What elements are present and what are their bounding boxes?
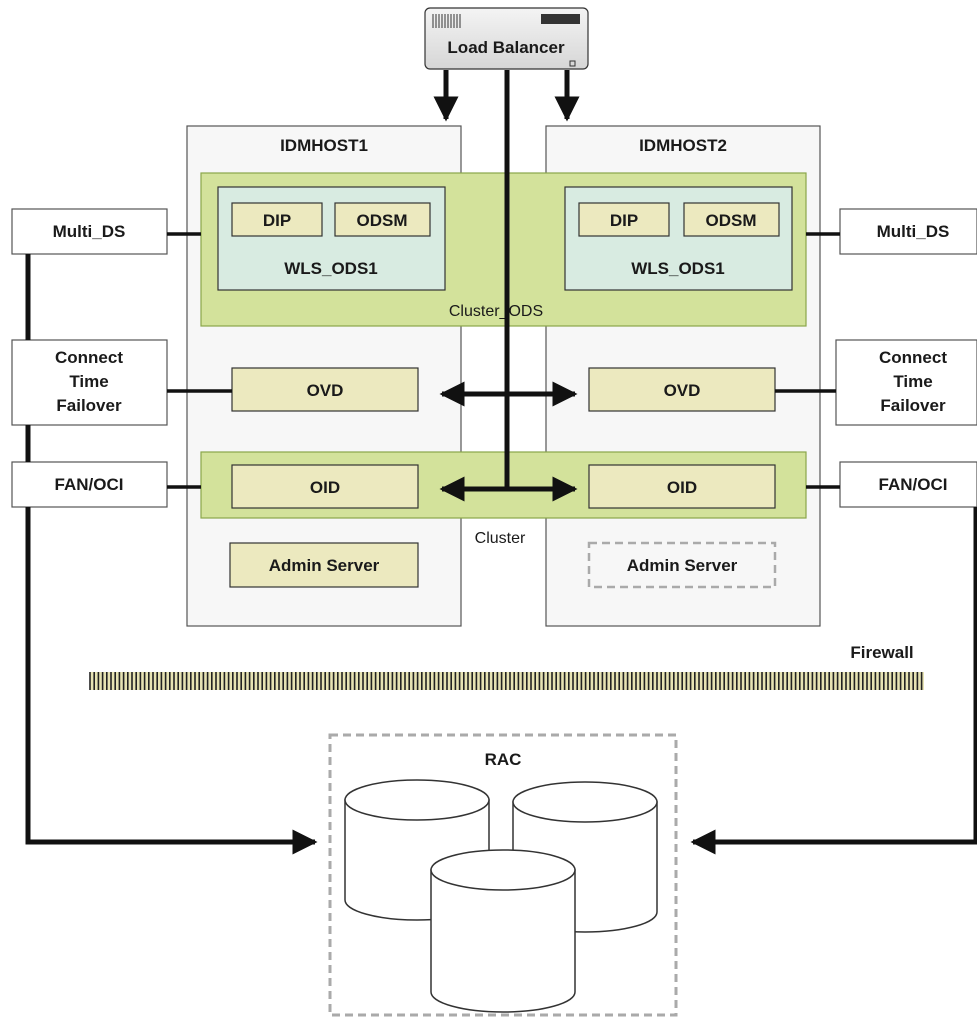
ctf-right-line-3: Failover [880, 396, 946, 415]
firewall-label: Firewall [850, 643, 913, 662]
oid-label-1: OID [310, 478, 340, 497]
dip-label-1: DIP [263, 211, 291, 230]
odsm-label-2: ODSM [706, 211, 757, 230]
multi-ds-right-label: Multi_DS [877, 222, 950, 241]
ovd-host-2: OVD [588, 367, 776, 412]
host-2-title: IDMHOST2 [639, 136, 727, 155]
fan-left-label: FAN/OCI [55, 475, 124, 494]
ovd-label-1: OVD [307, 381, 344, 400]
odsm-label-1: ODSM [357, 211, 408, 230]
cluster-oid-label: Cluster [475, 530, 526, 547]
admin-server-2-inactive: Admin Server [587, 541, 777, 589]
lb-connectors [433, 70, 580, 502]
ovd-label-2: OVD [664, 381, 701, 400]
admin-label-2: Admin Server [627, 556, 738, 575]
dip-label-2: DIP [610, 211, 638, 230]
odsm-box-1 [334, 202, 431, 237]
ctf-left-line-1: Connect [55, 348, 123, 367]
host-1-title: IDMHOST1 [280, 136, 368, 155]
wls-label-2: WLS_ODS1 [631, 259, 725, 278]
dip-box-2 [578, 202, 670, 237]
left-connectors: Multi_DS Connect Time Failover FAN/OCI [11, 208, 168, 508]
ctf-left-line-3: Failover [56, 396, 122, 415]
fan-left [11, 461, 168, 508]
dip-box-1 [231, 202, 323, 237]
side-links [167, 232, 840, 489]
firewall: Firewall [89, 643, 924, 690]
db-paths [25, 254, 977, 855]
ovd-host-1: OVD [231, 367, 419, 412]
fan-right-label: FAN/OCI [879, 475, 948, 494]
admin-label-1: Admin Server [269, 556, 380, 575]
admin-server-1: Admin Server [229, 542, 419, 588]
cluster-ods: DIP ODSM WLS_ODS1 DIP ODSM WLS_ODS1 Clus… [200, 172, 807, 327]
ctf-left [11, 339, 168, 426]
database-icon [430, 849, 576, 1013]
oid-box-2 [588, 464, 776, 509]
oid-box-1 [231, 464, 419, 509]
right-connectors: Multi_DS Connect Time Failover FAN/OCI [835, 208, 977, 508]
load-balancer-label: Load Balancer [447, 38, 565, 57]
ctf-right-line-1: Connect [879, 348, 947, 367]
multi-ds-left [11, 208, 168, 255]
wls-ods-host-1: DIP ODSM WLS_ODS1 [217, 186, 446, 291]
odsm-box-2 [683, 202, 780, 237]
load-balancer: Load Balancer [424, 7, 589, 70]
multi-ds-right [839, 208, 977, 255]
cluster-ods-label: Cluster_ODS [449, 303, 543, 320]
oid-label-2: OID [667, 478, 697, 497]
rac-label: RAC [485, 750, 522, 769]
wls-label-1: WLS_ODS1 [284, 259, 378, 278]
ctf-right-line-2: Time [893, 372, 932, 391]
ctf-left-line-2: Time [69, 372, 108, 391]
firewall-bar [89, 672, 924, 690]
multi-ds-left-label: Multi_DS [53, 222, 126, 241]
wls-ods-host-2: DIP ODSM WLS_ODS1 [564, 186, 793, 291]
rac-database: RAC [328, 733, 678, 1017]
ctf-right [835, 339, 977, 426]
fan-right [839, 461, 977, 508]
